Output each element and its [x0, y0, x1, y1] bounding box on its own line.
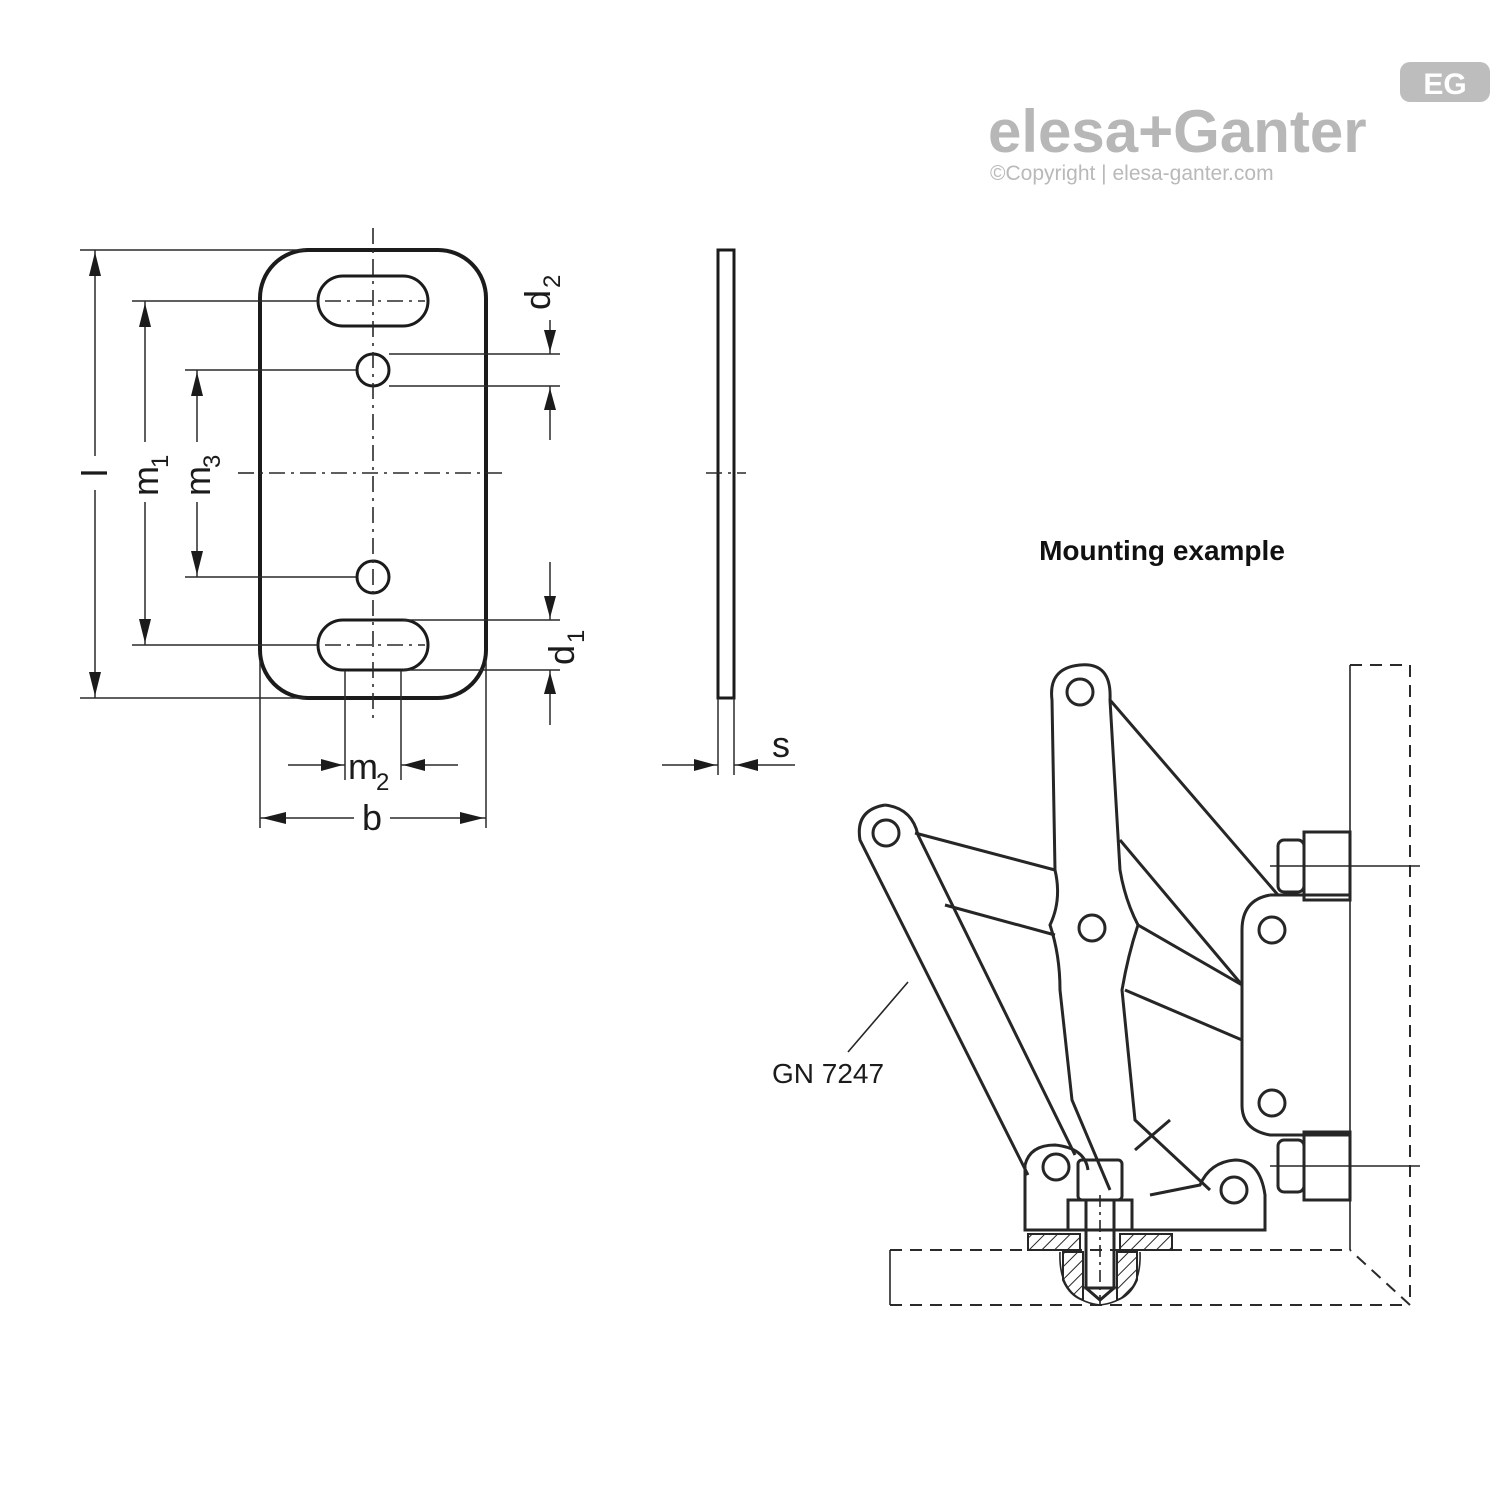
- brand-logo: EG elesa+Ganter ©Copyright | elesa-gante…: [988, 62, 1490, 185]
- counterplate-section-right: [1119, 1233, 1173, 1251]
- base-pin-right: [1219, 1175, 1249, 1205]
- long-link-pin-mid: [1077, 913, 1107, 943]
- short-link: [857, 803, 1077, 1176]
- arm-band-3: [1108, 699, 1280, 896]
- short-link-pin: [871, 818, 901, 848]
- arrow-l-bottom: [89, 672, 101, 696]
- label-m3: m: [177, 466, 218, 496]
- arm-band-7: [1134, 1118, 1171, 1152]
- mounting-example: Mounting example: [772, 535, 1420, 1308]
- arrow-s-right: [736, 759, 758, 771]
- arrow-m1-bottom: [139, 619, 151, 643]
- base-pin-left: [1041, 1152, 1071, 1182]
- label-d2-sub: 2: [539, 275, 566, 288]
- arrow-m3-top: [191, 372, 203, 396]
- arrow-m2-left: [321, 759, 343, 771]
- long-link-pin-top: [1065, 677, 1095, 707]
- label-m1: m: [125, 466, 166, 496]
- base-bracket: [1023, 1143, 1267, 1232]
- arm-band-6: [1124, 988, 1243, 1042]
- arm-band-2: [944, 903, 1056, 937]
- label-s: s: [772, 724, 790, 765]
- front-view: l m 1 m 3 d 2: [74, 228, 590, 838]
- arrow-s-left: [694, 759, 716, 771]
- label-b: b: [362, 797, 382, 838]
- plate-outline: [258, 248, 488, 700]
- label-m1-sub: 1: [147, 455, 174, 468]
- plate-side-outline: [716, 248, 736, 700]
- arrow-m1-top: [139, 303, 151, 327]
- long-link: [1048, 663, 1212, 1192]
- brand-name: elesa+Ganter: [988, 98, 1367, 165]
- part-leader-line: [847, 981, 909, 1053]
- eg-badge-text: EG: [1423, 68, 1466, 101]
- wall-bracket: [1240, 893, 1350, 1137]
- arm-band-5: [1137, 923, 1243, 987]
- arrow-m2-right: [403, 759, 425, 771]
- counterplate-section-left: [1027, 1233, 1081, 1251]
- bracket-pin-bottom: [1257, 1088, 1287, 1118]
- eg-badge-icon: [1400, 62, 1490, 102]
- copyright-text: ©Copyright | elesa-ganter.com: [990, 162, 1274, 185]
- label-m2-sub: 2: [376, 769, 389, 796]
- arm-band-4: [1118, 839, 1244, 986]
- label-l: l: [74, 469, 115, 477]
- arrow-d1-top: [544, 596, 556, 618]
- label-m3-sub: 3: [199, 455, 226, 468]
- arrow-b-right: [460, 812, 484, 824]
- label-m2: m: [348, 746, 378, 787]
- arrow-b-left: [262, 812, 286, 824]
- wall-screw-top: [1270, 830, 1420, 902]
- arrow-d2-bottom: [544, 388, 556, 410]
- arrow-l-top: [89, 252, 101, 276]
- arm-band-1: [914, 831, 1056, 872]
- label-d1-sub: 1: [563, 630, 590, 643]
- label-d2: d: [517, 290, 558, 310]
- mounting-title: Mounting example: [1039, 535, 1285, 566]
- label-d1: d: [541, 645, 582, 665]
- part-label: GN 7247: [772, 1058, 884, 1089]
- wall-screw-bottom: [1270, 1130, 1420, 1202]
- bracket-pin-top: [1257, 915, 1287, 945]
- side-view: s: [662, 248, 795, 775]
- arrow-d1-bottom: [544, 672, 556, 694]
- vertical-wall: [1349, 664, 1411, 1308]
- arrow-m3-bottom: [191, 551, 203, 575]
- arrow-d2-top: [544, 330, 556, 352]
- base-floor: [890, 1249, 1410, 1306]
